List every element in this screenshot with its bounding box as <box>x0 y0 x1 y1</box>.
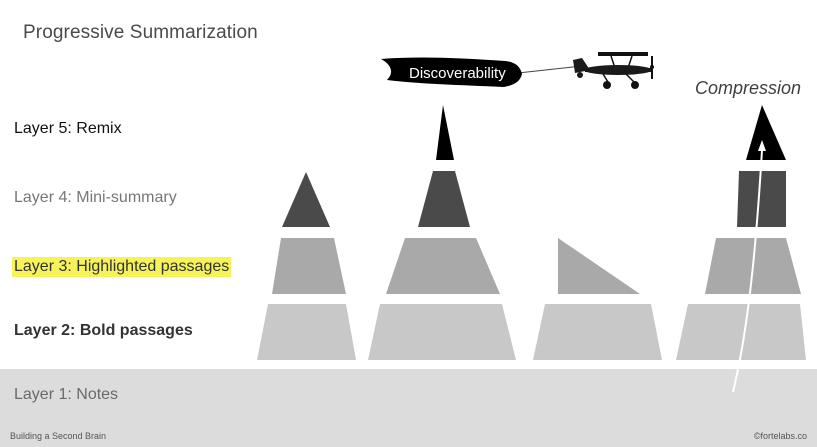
compression-arrow <box>732 149 763 393</box>
layer-4-label: Layer 4: Mini-summary <box>14 189 177 206</box>
pyramid-4-layer-4 <box>737 171 786 227</box>
pyramid-4-layer-2 <box>676 304 806 360</box>
pyramid-2-layer-4 <box>418 171 470 227</box>
pyramid-2-layer-2 <box>368 304 516 360</box>
pyramid-4-layer-5 <box>746 105 786 160</box>
pyramid-1-layer-2 <box>257 304 356 360</box>
pyramid-3 <box>533 238 662 360</box>
pyramid-4 <box>676 105 806 393</box>
pyramid-1-layer-4 <box>282 172 330 227</box>
airplane-icon <box>573 52 654 89</box>
layer-2-label: Layer 2: Bold passages <box>14 322 193 339</box>
layer-1-label: Layer 1: Notes <box>14 386 119 403</box>
compression-label: Compression <box>695 78 802 98</box>
layer-5-label: Layer 5: Remix <box>14 120 122 137</box>
pyramid-2-layer-5 <box>436 105 454 160</box>
pyramid-3-layer-3 <box>558 238 640 294</box>
pyramid-2 <box>368 105 516 360</box>
page-title: Progressive Summarization <box>23 22 258 43</box>
banner-flag <box>381 57 522 87</box>
pyramid-1 <box>257 172 356 360</box>
layer-3-label: Layer 3: Highlighted passages <box>12 257 232 277</box>
pyramid-3-layer-2 <box>533 304 662 360</box>
footer-right: ©fortelabs.co <box>753 431 807 441</box>
footer-left: Building a Second Brain <box>10 431 107 441</box>
banner-text: Discoverability <box>409 65 506 82</box>
layer-1-band <box>0 369 817 447</box>
compression-arrowhead <box>758 140 766 151</box>
discoverability-banner: Discoverability <box>381 52 654 89</box>
pyramid-2-layer-3 <box>386 238 500 294</box>
pyramid-1-layer-3 <box>272 238 346 294</box>
